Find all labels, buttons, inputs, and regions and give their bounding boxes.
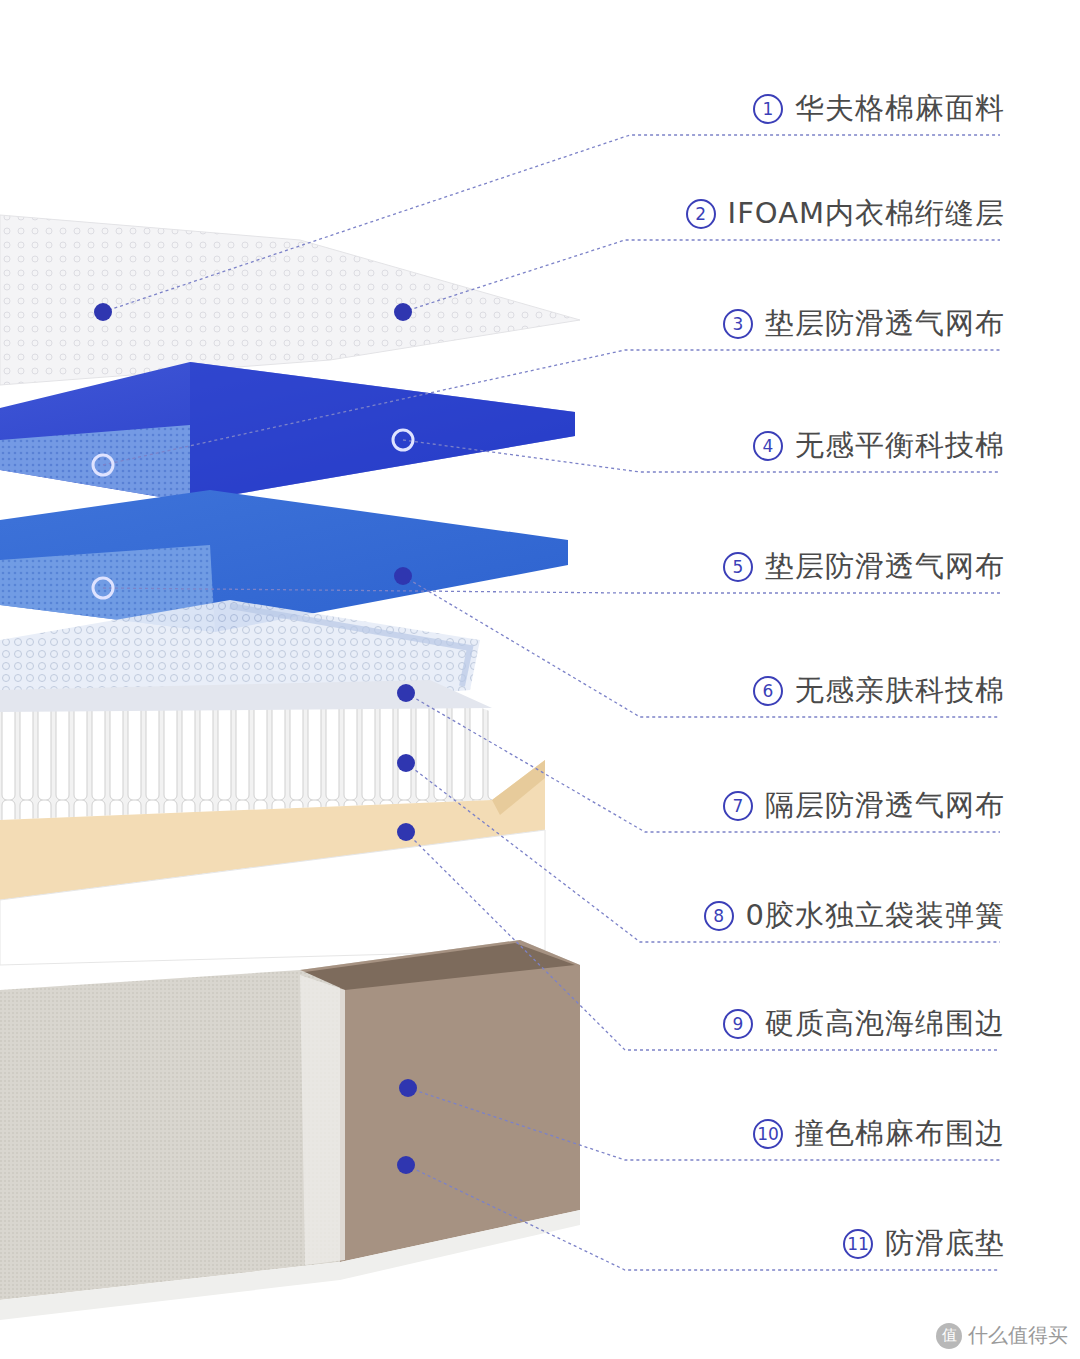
part-name: 无感亲肤科技棉 [795,671,1005,711]
callout-number: 10 [753,1119,783,1149]
callout-number: 8 [704,901,734,931]
callout-row: 4 无感平衡科技棉 [753,426,1005,466]
callout-row: 9 硬质高泡海绵围边 [723,1004,1005,1044]
callout-row: 10 撞色棉麻布围边 [753,1114,1005,1154]
watermark: 值什么值得买 [936,1322,1068,1349]
part-name: 硬质高泡海绵围边 [765,1004,1005,1044]
part-name: 0胶水独立袋装弹簧 [746,896,1005,936]
callout-row: 11 防滑底垫 [843,1224,1005,1264]
part-name: 无感平衡科技棉 [795,426,1005,466]
callout-row: 2 IFOAM内衣棉绗缝层 [686,194,1005,234]
part-name: 撞色棉麻布围边 [795,1114,1005,1154]
callout-number: 11 [843,1229,873,1259]
watermark-icon: 值 [936,1323,962,1349]
part-name: 隔层防滑透气网布 [765,786,1005,826]
part-name: 垫层防滑透气网布 [765,304,1005,344]
callout-number: 2 [686,199,716,229]
callout-number: 7 [723,791,753,821]
callout-row: 7 隔层防滑透气网布 [723,786,1005,826]
callout-row: 6 无感亲肤科技棉 [753,671,1005,711]
callout-number: 9 [723,1009,753,1039]
callout-number: 1 [753,94,783,124]
callout-number: 6 [753,676,783,706]
part-name: 华夫格棉麻面料 [795,89,1005,129]
watermark-text: 什么值得买 [968,1322,1068,1349]
callout-number: 5 [723,552,753,582]
callout-row: 5 垫层防滑透气网布 [723,547,1005,587]
part-name: 垫层防滑透气网布 [765,547,1005,587]
part-name: IFOAM内衣棉绗缝层 [728,194,1005,234]
callout-row: 8 0胶水独立袋装弹簧 [704,896,1005,936]
callout-row: 3 垫层防滑透气网布 [723,304,1005,344]
callout-row: 1 华夫格棉麻面料 [753,89,1005,129]
callout-number: 4 [753,431,783,461]
part-name: 防滑底垫 [885,1224,1005,1264]
callout-number: 3 [723,309,753,339]
